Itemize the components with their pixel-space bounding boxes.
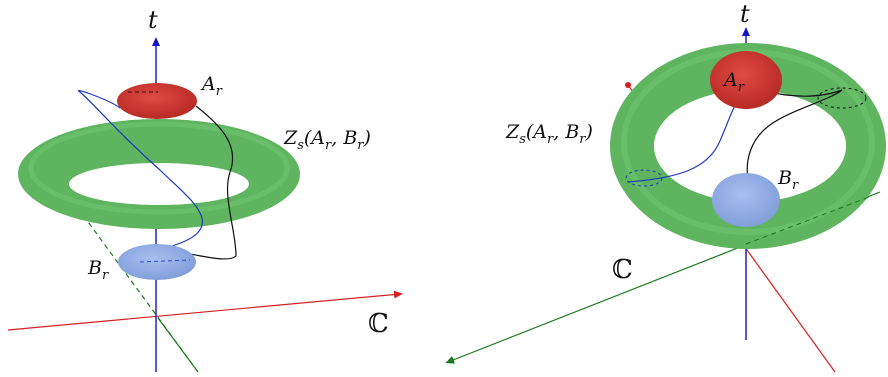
right-real-axis-tip: [625, 82, 631, 88]
left-torus-label: Zs(Ar, Br): [283, 127, 371, 153]
left-set-a: [117, 83, 197, 119]
left-set-b: [118, 244, 196, 280]
right-torus-label: Zs(Ar, Br): [505, 121, 593, 147]
right-set-a: [710, 51, 782, 109]
right-space-label: ℂ: [612, 255, 633, 285]
left-real-axis: [7, 290, 403, 331]
left-curve-blue: [77, 90, 203, 251]
right-curve-black: [745, 85, 843, 191]
right-set-b-label: Br: [777, 167, 799, 193]
left-set-a-label: Ar: [200, 73, 223, 99]
right-imag-dash: [745, 195, 873, 245]
left-imag-axis-front: [157, 317, 199, 373]
right-set-a-label: Ar: [722, 69, 745, 95]
right-torus-right-dash: [817, 87, 867, 109]
left-space-label: ℂ: [368, 309, 389, 339]
left-figure: t ℂ Ar Br Zs(Ar, Br): [7, 6, 403, 373]
left-torus: [18, 119, 300, 229]
right-set-b: [712, 173, 780, 227]
right-figure: t ℂ Ar Br Zs(Ar, Br): [445, 0, 886, 373]
left-set-b-dash: [139, 259, 191, 263]
left-set-b-label: Br: [87, 257, 109, 283]
left-curve-black: [179, 105, 237, 260]
left-time-label: t: [148, 6, 158, 34]
right-time-label: t: [740, 0, 750, 28]
